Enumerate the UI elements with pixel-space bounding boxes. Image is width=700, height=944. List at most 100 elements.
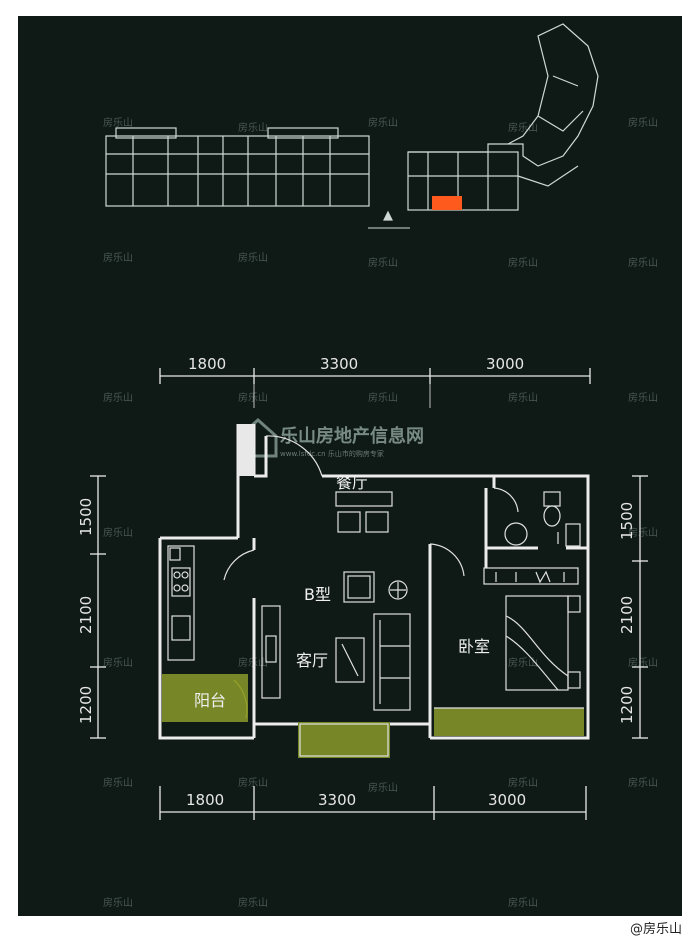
wardrobe-hangers bbox=[495, 570, 565, 584]
watermark: 房乐山 bbox=[238, 121, 268, 134]
watermark: 房乐山 bbox=[368, 116, 398, 129]
dim-bottom-2: 3300 bbox=[318, 791, 356, 809]
dim-bottom-1: 1800 bbox=[186, 791, 224, 809]
bathroom-door-swing bbox=[493, 487, 519, 513]
blueprint-board: 房乐山 房乐山 房乐山 房乐山 房乐山 房乐山 房乐山 房乐山 房乐山 房乐山 … bbox=[18, 16, 682, 916]
watermark: 房乐山 bbox=[628, 776, 658, 789]
dim-top-2: 3300 bbox=[320, 355, 358, 373]
dimension-bottom bbox=[159, 786, 587, 820]
watermark: 房乐山 bbox=[103, 776, 133, 789]
watermark: 房乐山 bbox=[103, 391, 133, 404]
site-block-left-top bbox=[115, 127, 177, 139]
watermark: 房乐山 bbox=[368, 781, 398, 794]
window-entry bbox=[238, 424, 254, 476]
dim-right-2: 2100 bbox=[618, 596, 636, 634]
kitchen-balcony bbox=[162, 674, 248, 722]
watermark: 房乐山 bbox=[238, 391, 268, 404]
dim-left-2: 2100 bbox=[77, 596, 95, 634]
armchair-seat bbox=[347, 575, 371, 599]
kitchen-sink-icon bbox=[171, 615, 191, 641]
sofa-icon bbox=[373, 613, 411, 711]
dining-table-icon bbox=[335, 491, 393, 507]
dining-chair-icon bbox=[337, 511, 361, 533]
north-arrow-icon bbox=[383, 210, 393, 221]
sink-icon bbox=[504, 522, 528, 546]
watermark: 房乐山 bbox=[628, 391, 658, 404]
fridge-icon bbox=[169, 547, 181, 561]
floor-plan-svg: 房乐山 房乐山 房乐山 房乐山 房乐山 房乐山 房乐山 房乐山 房乐山 房乐山 … bbox=[77, 23, 658, 909]
tv-icon bbox=[265, 635, 277, 663]
sofa-cushions bbox=[379, 620, 410, 704]
bed-icon bbox=[505, 595, 569, 691]
site-block-right-partitions bbox=[408, 75, 584, 210]
watermark-group: 房乐山 房乐山 房乐山 房乐山 房乐山 房乐山 房乐山 房乐山 房乐山 房乐山 … bbox=[103, 116, 658, 909]
burner-icon bbox=[181, 584, 189, 592]
site-block-left-top bbox=[267, 127, 339, 139]
wall-entry-top bbox=[254, 436, 268, 478]
highlighted-unit bbox=[432, 196, 462, 210]
wall-bathroom bbox=[484, 488, 588, 550]
watermark: 房乐山 bbox=[103, 896, 133, 909]
logo-url: www.lsfdc.cn 乐山市的购房专家 bbox=[280, 449, 384, 458]
site-plan bbox=[105, 23, 599, 229]
living-balcony bbox=[298, 722, 390, 758]
bed-sheet bbox=[505, 615, 569, 691]
room-label-living: 客厅 bbox=[296, 651, 328, 670]
site-block-right-outline bbox=[408, 23, 599, 167]
dimension-right bbox=[632, 475, 648, 739]
wall-right-outer bbox=[430, 474, 590, 740]
fixtures bbox=[167, 424, 581, 719]
watermark: 房乐山 bbox=[103, 526, 133, 539]
watermark: 房乐山 bbox=[628, 116, 658, 129]
watermark: 房乐山 bbox=[508, 656, 538, 669]
coffee-table-glare bbox=[341, 643, 359, 677]
watermark: 房乐山 bbox=[508, 776, 538, 789]
kitchen-door-swing bbox=[223, 549, 255, 581]
toilet-icon bbox=[543, 505, 561, 527]
dimension-top bbox=[159, 368, 591, 408]
coffee-table-icon bbox=[335, 637, 365, 683]
kitchen-counter-icon bbox=[167, 545, 195, 661]
nightstand-icon bbox=[567, 595, 581, 613]
watermark: 房乐山 bbox=[628, 526, 658, 539]
nightstand-icon bbox=[567, 671, 581, 689]
wall-left-outer bbox=[158, 538, 254, 740]
site-logo: 乐山房地产信息网 www.lsfdc.cn 乐山市的购房专家 bbox=[238, 417, 424, 458]
living-balcony-rail bbox=[299, 723, 389, 757]
dimension-left bbox=[90, 475, 106, 739]
watermark: 房乐山 bbox=[103, 656, 133, 669]
watermark: 房乐山 bbox=[508, 121, 538, 134]
watermark: 房乐山 bbox=[508, 256, 538, 269]
dim-bottom-3: 3000 bbox=[488, 791, 526, 809]
dining-chair-icon bbox=[365, 511, 389, 533]
balconies bbox=[162, 674, 584, 758]
logo-name: 乐山房地产信息网 bbox=[280, 425, 424, 447]
walls bbox=[158, 424, 590, 740]
burner-icon bbox=[173, 584, 181, 592]
wardrobe-icon bbox=[483, 567, 579, 585]
armchair-icon bbox=[343, 571, 375, 603]
side-table-icon bbox=[388, 580, 408, 600]
dim-top-3: 3000 bbox=[486, 355, 524, 373]
site-block-left bbox=[105, 135, 370, 207]
site-block-right bbox=[407, 151, 519, 211]
watermark: 房乐山 bbox=[368, 256, 398, 269]
dim-left-1: 1500 bbox=[77, 498, 95, 536]
entry-door-swing bbox=[265, 435, 323, 477]
dim-right-3: 1200 bbox=[618, 686, 636, 724]
bedroom-balcony bbox=[434, 708, 584, 736]
site-block-left-partitions bbox=[106, 136, 369, 206]
watermark: 房乐山 bbox=[238, 896, 268, 909]
dim-top-1: 1800 bbox=[188, 355, 226, 373]
unit-type-label: B型 bbox=[304, 585, 331, 604]
watermark: 房乐山 bbox=[103, 251, 133, 264]
side-table-cross bbox=[390, 582, 406, 598]
room-label-bedroom: 卧室 bbox=[458, 637, 490, 656]
watermark: 房乐山 bbox=[368, 391, 398, 404]
watermark: 房乐山 bbox=[238, 251, 268, 264]
stove-icon bbox=[171, 567, 191, 597]
watermark: 房乐山 bbox=[508, 896, 538, 909]
dim-right-1: 1500 bbox=[618, 502, 636, 540]
burner-icon bbox=[173, 571, 181, 579]
